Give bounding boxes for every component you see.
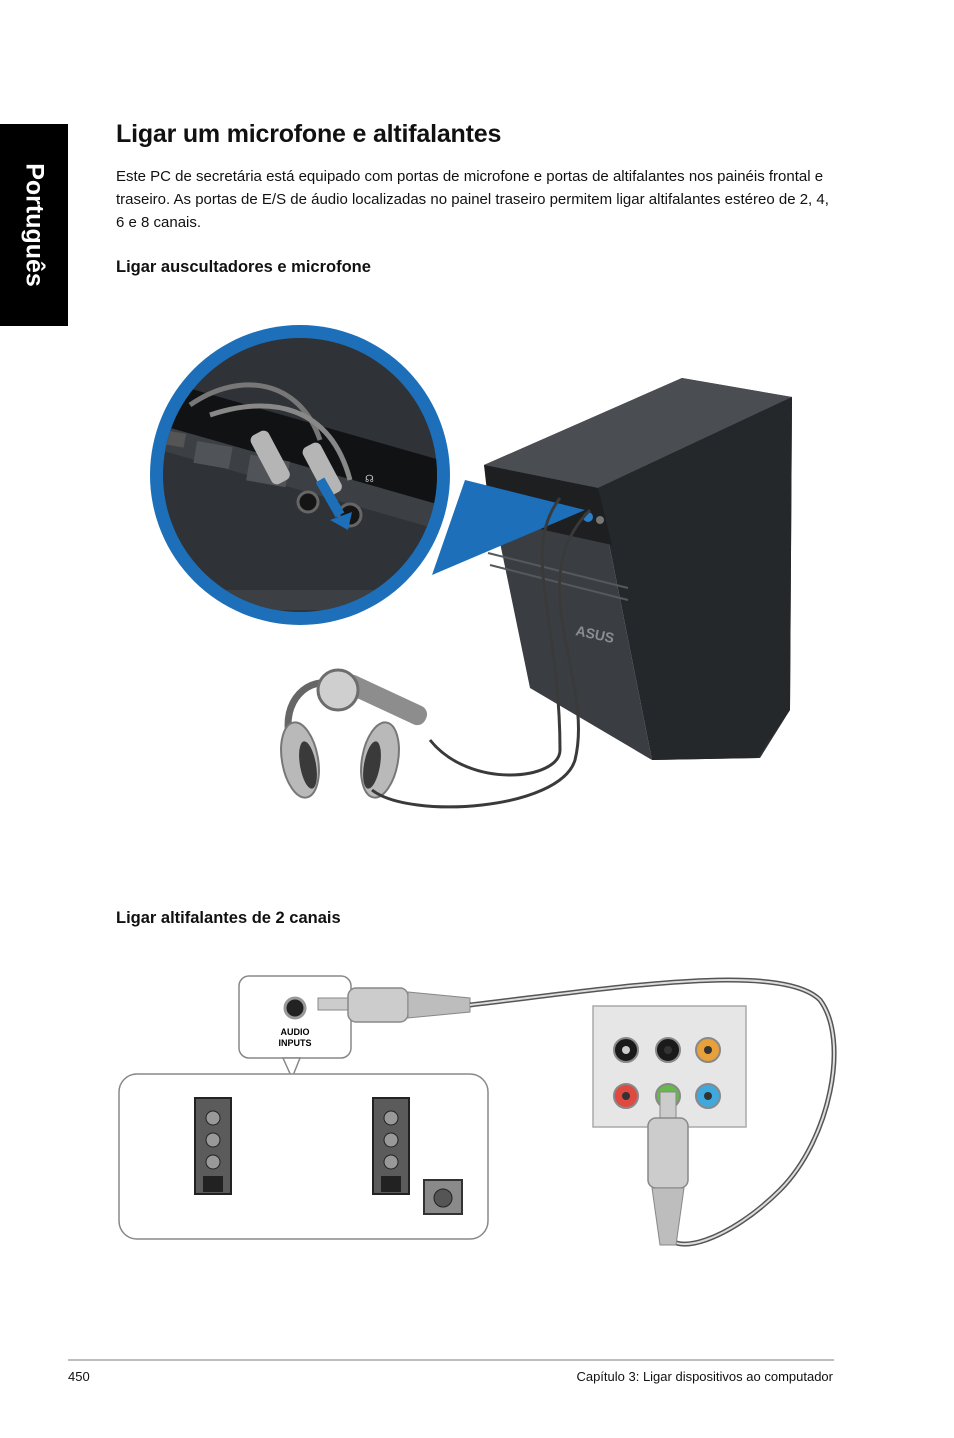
- language-tab: Português: [0, 124, 68, 326]
- chapter-title: Capítulo 3: Ligar dispositivos ao comput…: [576, 1369, 833, 1384]
- intro-paragraph: Este PC de secretária está equipado com …: [116, 168, 829, 231]
- mic-cable: [428, 497, 562, 777]
- headphones: [280, 679, 400, 799]
- page-number: 450: [68, 1369, 90, 1384]
- language-tab-label: Português: [20, 163, 49, 287]
- subheading-headset-mic: Ligar auscultadores e microfone: [116, 258, 371, 276]
- page-title: Ligar um microfone e altifalantes: [116, 120, 502, 148]
- headphone-cable: [371, 508, 592, 809]
- headset-mic-figure: ASUS ☊: [150, 325, 792, 809]
- speaker-set: [118, 1073, 489, 1240]
- audio-plug-right: [647, 1091, 689, 1246]
- subheading-2ch-speakers: Ligar altifalantes de 2 canais: [116, 909, 341, 927]
- footer-rule: [68, 1359, 834, 1361]
- headphone-icon: ☊: [365, 474, 374, 485]
- right-speaker: [372, 1097, 410, 1195]
- subwoofer: [423, 1179, 463, 1215]
- zoom-pointer: [432, 480, 585, 575]
- pc-tower: ASUS: [484, 378, 792, 760]
- brand-logo: ASUS: [574, 622, 615, 646]
- left-speaker: [194, 1097, 232, 1195]
- microphone: [316, 668, 428, 726]
- zoom-callout: ☊: [150, 325, 450, 625]
- audio-plug-left: [317, 987, 471, 1023]
